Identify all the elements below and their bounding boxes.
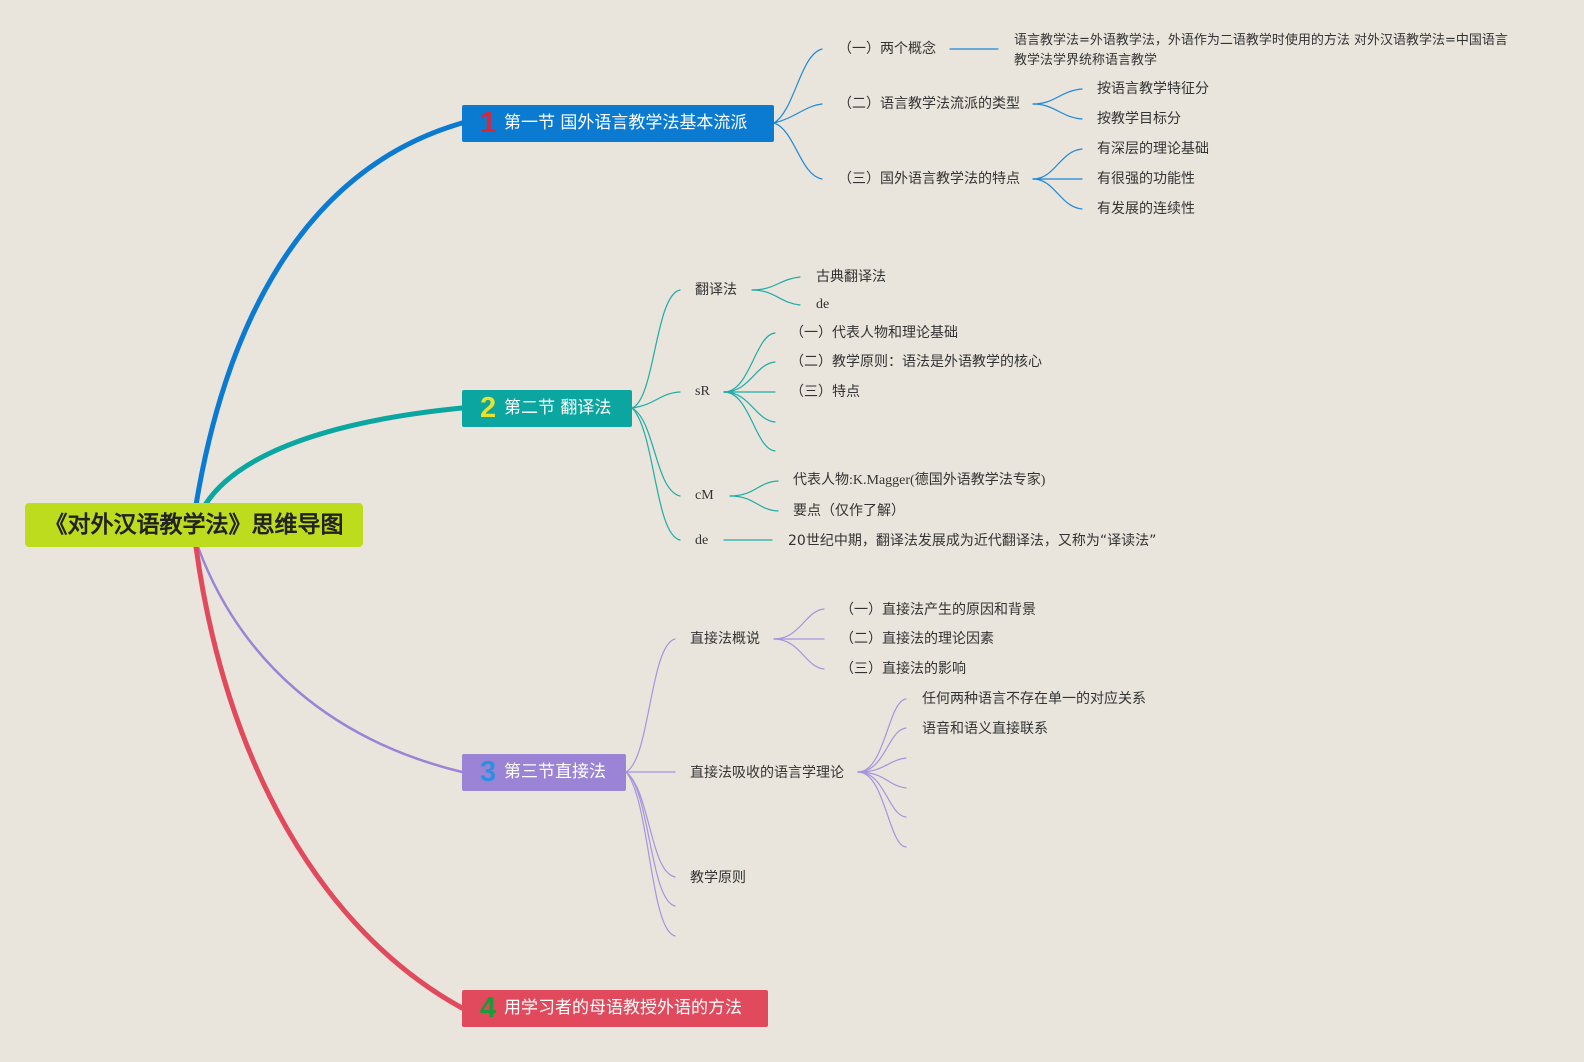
s1-topic-3-sub-3[interactable]: 有发展的连续性 (1097, 201, 1195, 217)
section-4-node[interactable]: 4 用学习者的母语教授外语的方法 (462, 990, 768, 1027)
s1-topic-2-sub-1[interactable]: 按语言教学特征分 (1097, 81, 1209, 97)
section-4-number: 4 (480, 992, 497, 1024)
s2-topic-1-sub-1[interactable]: 古典翻译法 (816, 269, 886, 285)
section-2-label: 第二节 翻译法 (504, 398, 612, 418)
s3-topic-1-sub-3[interactable]: （三）直接法的影响 (840, 661, 966, 677)
s3-topic-2-sub-2[interactable]: 语音和语义直接联系 (922, 721, 1048, 737)
section-1-number: 1 (480, 107, 497, 139)
s1-topic-3-sub-2[interactable]: 有很强的功能性 (1097, 171, 1195, 187)
s3-topic-1-sub-1[interactable]: （一）直接法产生的原因和背景 (840, 602, 1036, 618)
s2-topic-2-sub-2[interactable]: （二）教学原则：语法是外语教学的核心 (790, 354, 1042, 370)
s3-topic-1-sub-2[interactable]: （二）直接法的理论因素 (840, 631, 994, 647)
s2-topic-1[interactable]: 翻译法 (695, 282, 737, 298)
s1-topic-3-sub-1[interactable]: 有深层的理论基础 (1097, 141, 1209, 157)
section-2-node[interactable]: 2 第二节 翻译法 (462, 390, 632, 427)
section-3-number: 3 (480, 756, 497, 788)
section-1-label: 第一节 国外语言教学法基本流派 (504, 113, 748, 133)
s1-topic-2-sub-2[interactable]: 按教学目标分 (1097, 111, 1181, 127)
s1-topic-2[interactable]: （二）语言教学法流派的类型 (838, 96, 1020, 112)
s3-topic-2[interactable]: 直接法吸收的语言学理论 (690, 765, 844, 781)
section-3-label: 第三节直接法 (504, 762, 606, 782)
s3-topic-2-sub-1[interactable]: 任何两种语言不存在单一的对应关系 (922, 691, 1146, 707)
s2-topic-3-sub-1[interactable]: 代表人物:K.Magger(德国外语教学法专家) (793, 473, 1046, 488)
s2-topic-3[interactable]: cM (695, 488, 714, 503)
root-topic[interactable]: 《对外汉语教学法》思维导图 (25, 503, 363, 547)
s2-topic-2-sub-1[interactable]: （一）代表人物和理论基础 (790, 325, 958, 341)
section-3-node[interactable]: 3 第三节直接法 (462, 754, 626, 791)
s2-topic-2-sub-3[interactable]: （三）特点 (790, 384, 860, 400)
s3-topic-3[interactable]: 教学原则 (690, 870, 746, 886)
s2-topic-1-sub-2[interactable]: de (816, 297, 830, 312)
branch-line-3 (196, 545, 464, 774)
branch-line-2 (202, 405, 465, 508)
s2-topic-2[interactable]: sR (695, 384, 710, 399)
s1-topic-3[interactable]: （三）国外语言教学法的特点 (838, 171, 1020, 187)
s2-topic-4[interactable]: de (695, 533, 709, 548)
branch-line-1 (193, 120, 465, 508)
s1-topic-1[interactable]: （一）两个概念 (838, 41, 936, 57)
s2-topic-3-sub-2[interactable]: 要点（仅作了解） (793, 503, 905, 519)
section-2-number: 2 (480, 392, 497, 424)
s2-topic-4-sub-1[interactable]: 20世纪中期，翻译法发展成为近代翻译法，又称为“译读法” (788, 533, 1157, 549)
section-4-label: 用学习者的母语教授外语的方法 (504, 998, 742, 1018)
s1-topic-1-detail[interactable]: 语言教学法=外语教学法，外语作为二语教学时使用的方法 对外汉语教学法=中国语言教… (1014, 33, 1508, 68)
s3-topic-1[interactable]: 直接法概说 (690, 631, 760, 647)
section-1-node[interactable]: 1 第一节 国外语言教学法基本流派 (462, 105, 774, 142)
branch-line-4 (193, 544, 465, 1011)
